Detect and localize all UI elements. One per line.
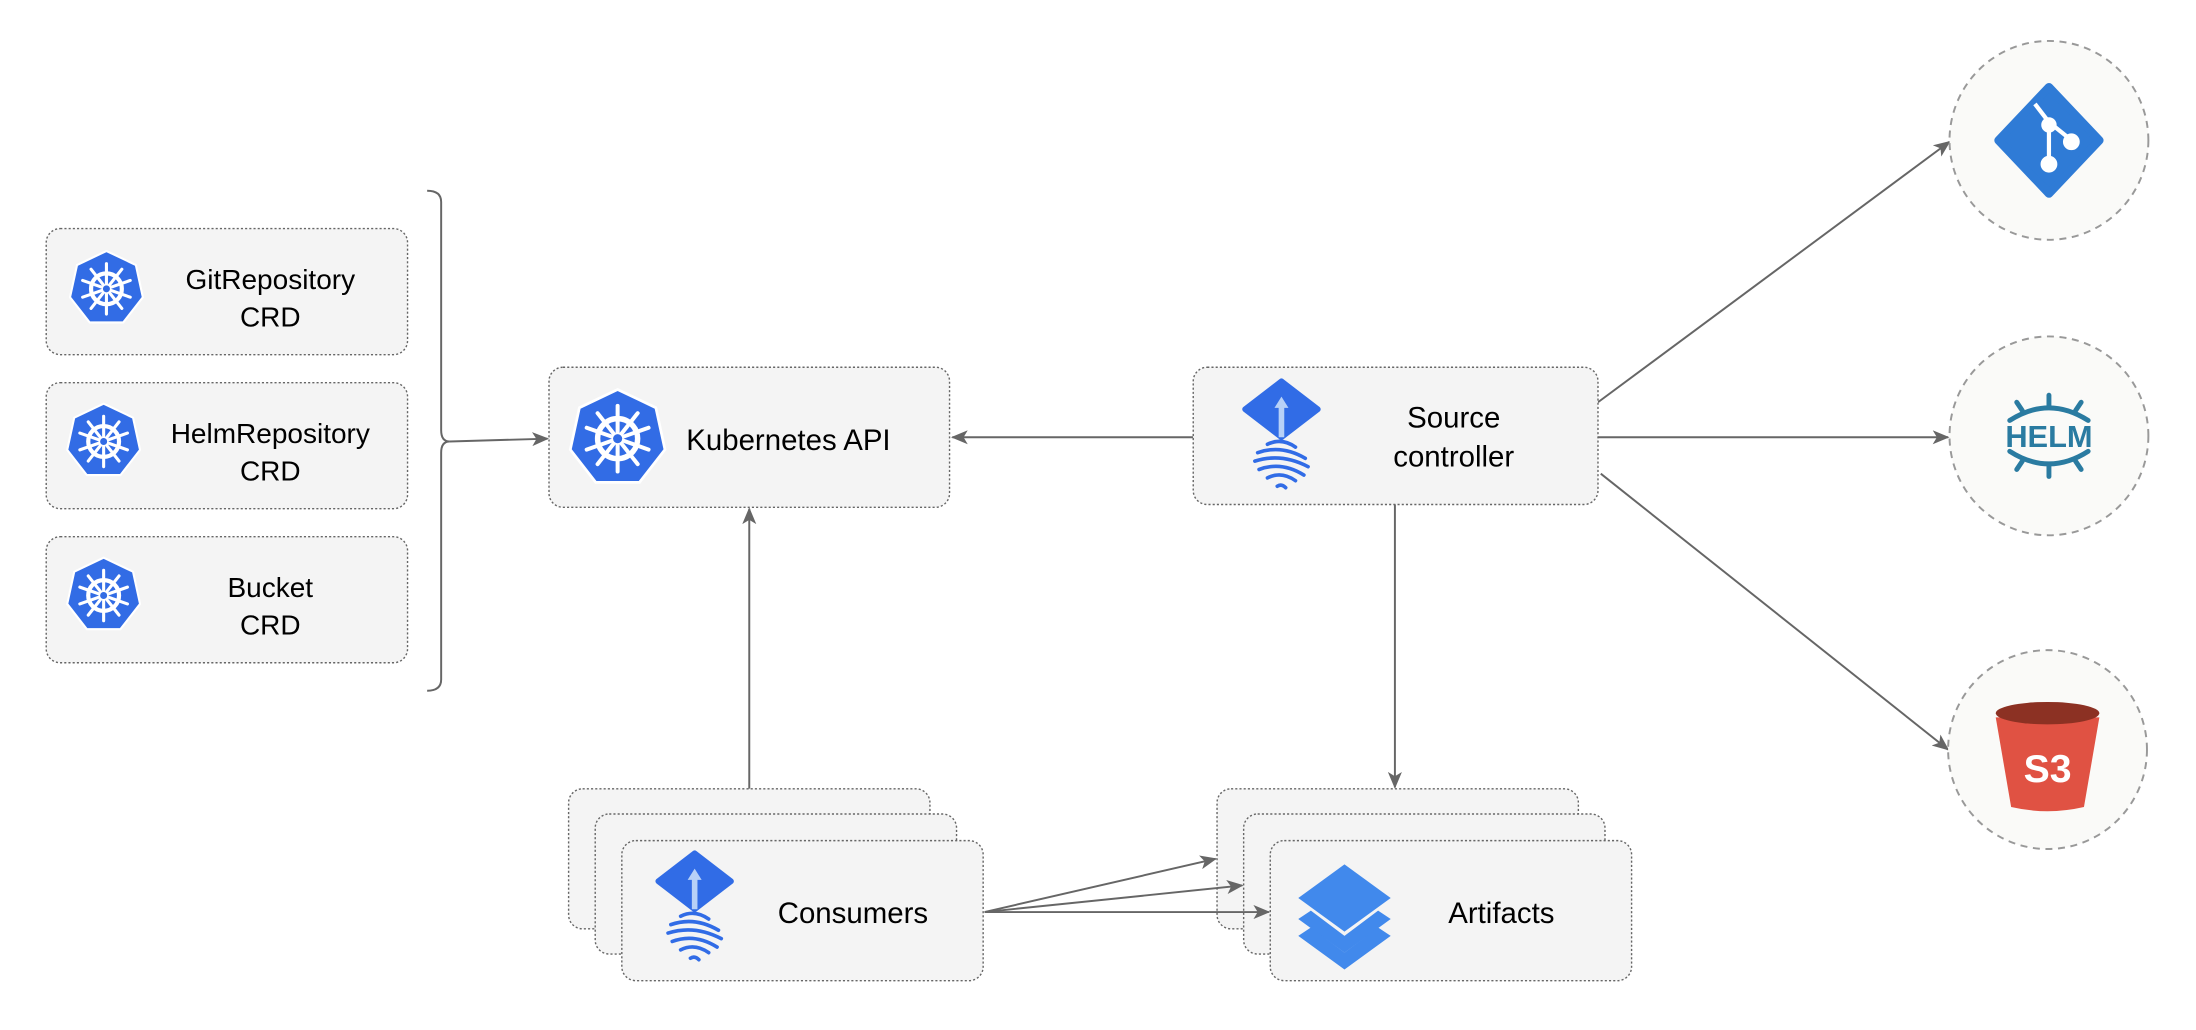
node-label: Kubernetes API — [686, 424, 890, 457]
helm-icon — [2007, 392, 2091, 479]
bucket-crd-node[interactable]: Bucket CRD — [45, 536, 409, 664]
helm-repository-crd-node[interactable]: HelmRepository CRD — [45, 381, 409, 510]
node-label: CRD — [240, 302, 301, 333]
kubernetes-api-node[interactable]: Kubernetes API — [548, 366, 951, 508]
helm-label: HELM — [2005, 419, 2092, 454]
source-controller-node[interactable]: Source controller — [1192, 366, 1599, 506]
helm-source[interactable]: HELM — [1948, 335, 2150, 537]
node-label: CRD — [240, 610, 301, 641]
s3-source[interactable]: S3 — [1947, 649, 2148, 851]
node-label: Artifacts — [1448, 897, 1554, 930]
edge-source-to-s3 — [1600, 472, 1950, 751]
consumers-node[interactable]: Consumers — [567, 788, 984, 982]
edge-source-to-git — [1597, 140, 1951, 404]
crds-bracket — [427, 189, 450, 692]
node-label: Bucket — [227, 572, 313, 603]
node-label: controller — [1393, 441, 1514, 474]
node-label: GitRepository — [185, 264, 355, 295]
edge-consumers-to-artifacts — [984, 855, 1218, 913]
node-label: CRD — [240, 456, 301, 487]
artifacts-node[interactable]: Artifacts — [1216, 788, 1633, 982]
s3-bucket-icon — [1995, 701, 2100, 812]
node-label: Source — [1407, 401, 1500, 434]
s3-label: S3 — [2024, 748, 2072, 791]
git-repository-crd-node[interactable]: GitRepository CRD — [45, 227, 409, 356]
git-icon — [1994, 82, 2104, 198]
node-label: HelmRepository — [171, 418, 370, 449]
edge-consumers-to-artifacts — [984, 880, 1244, 914]
node-label: Consumers — [778, 897, 928, 930]
git-source[interactable] — [1948, 39, 2150, 241]
edge-crds-to-api — [449, 432, 549, 447]
